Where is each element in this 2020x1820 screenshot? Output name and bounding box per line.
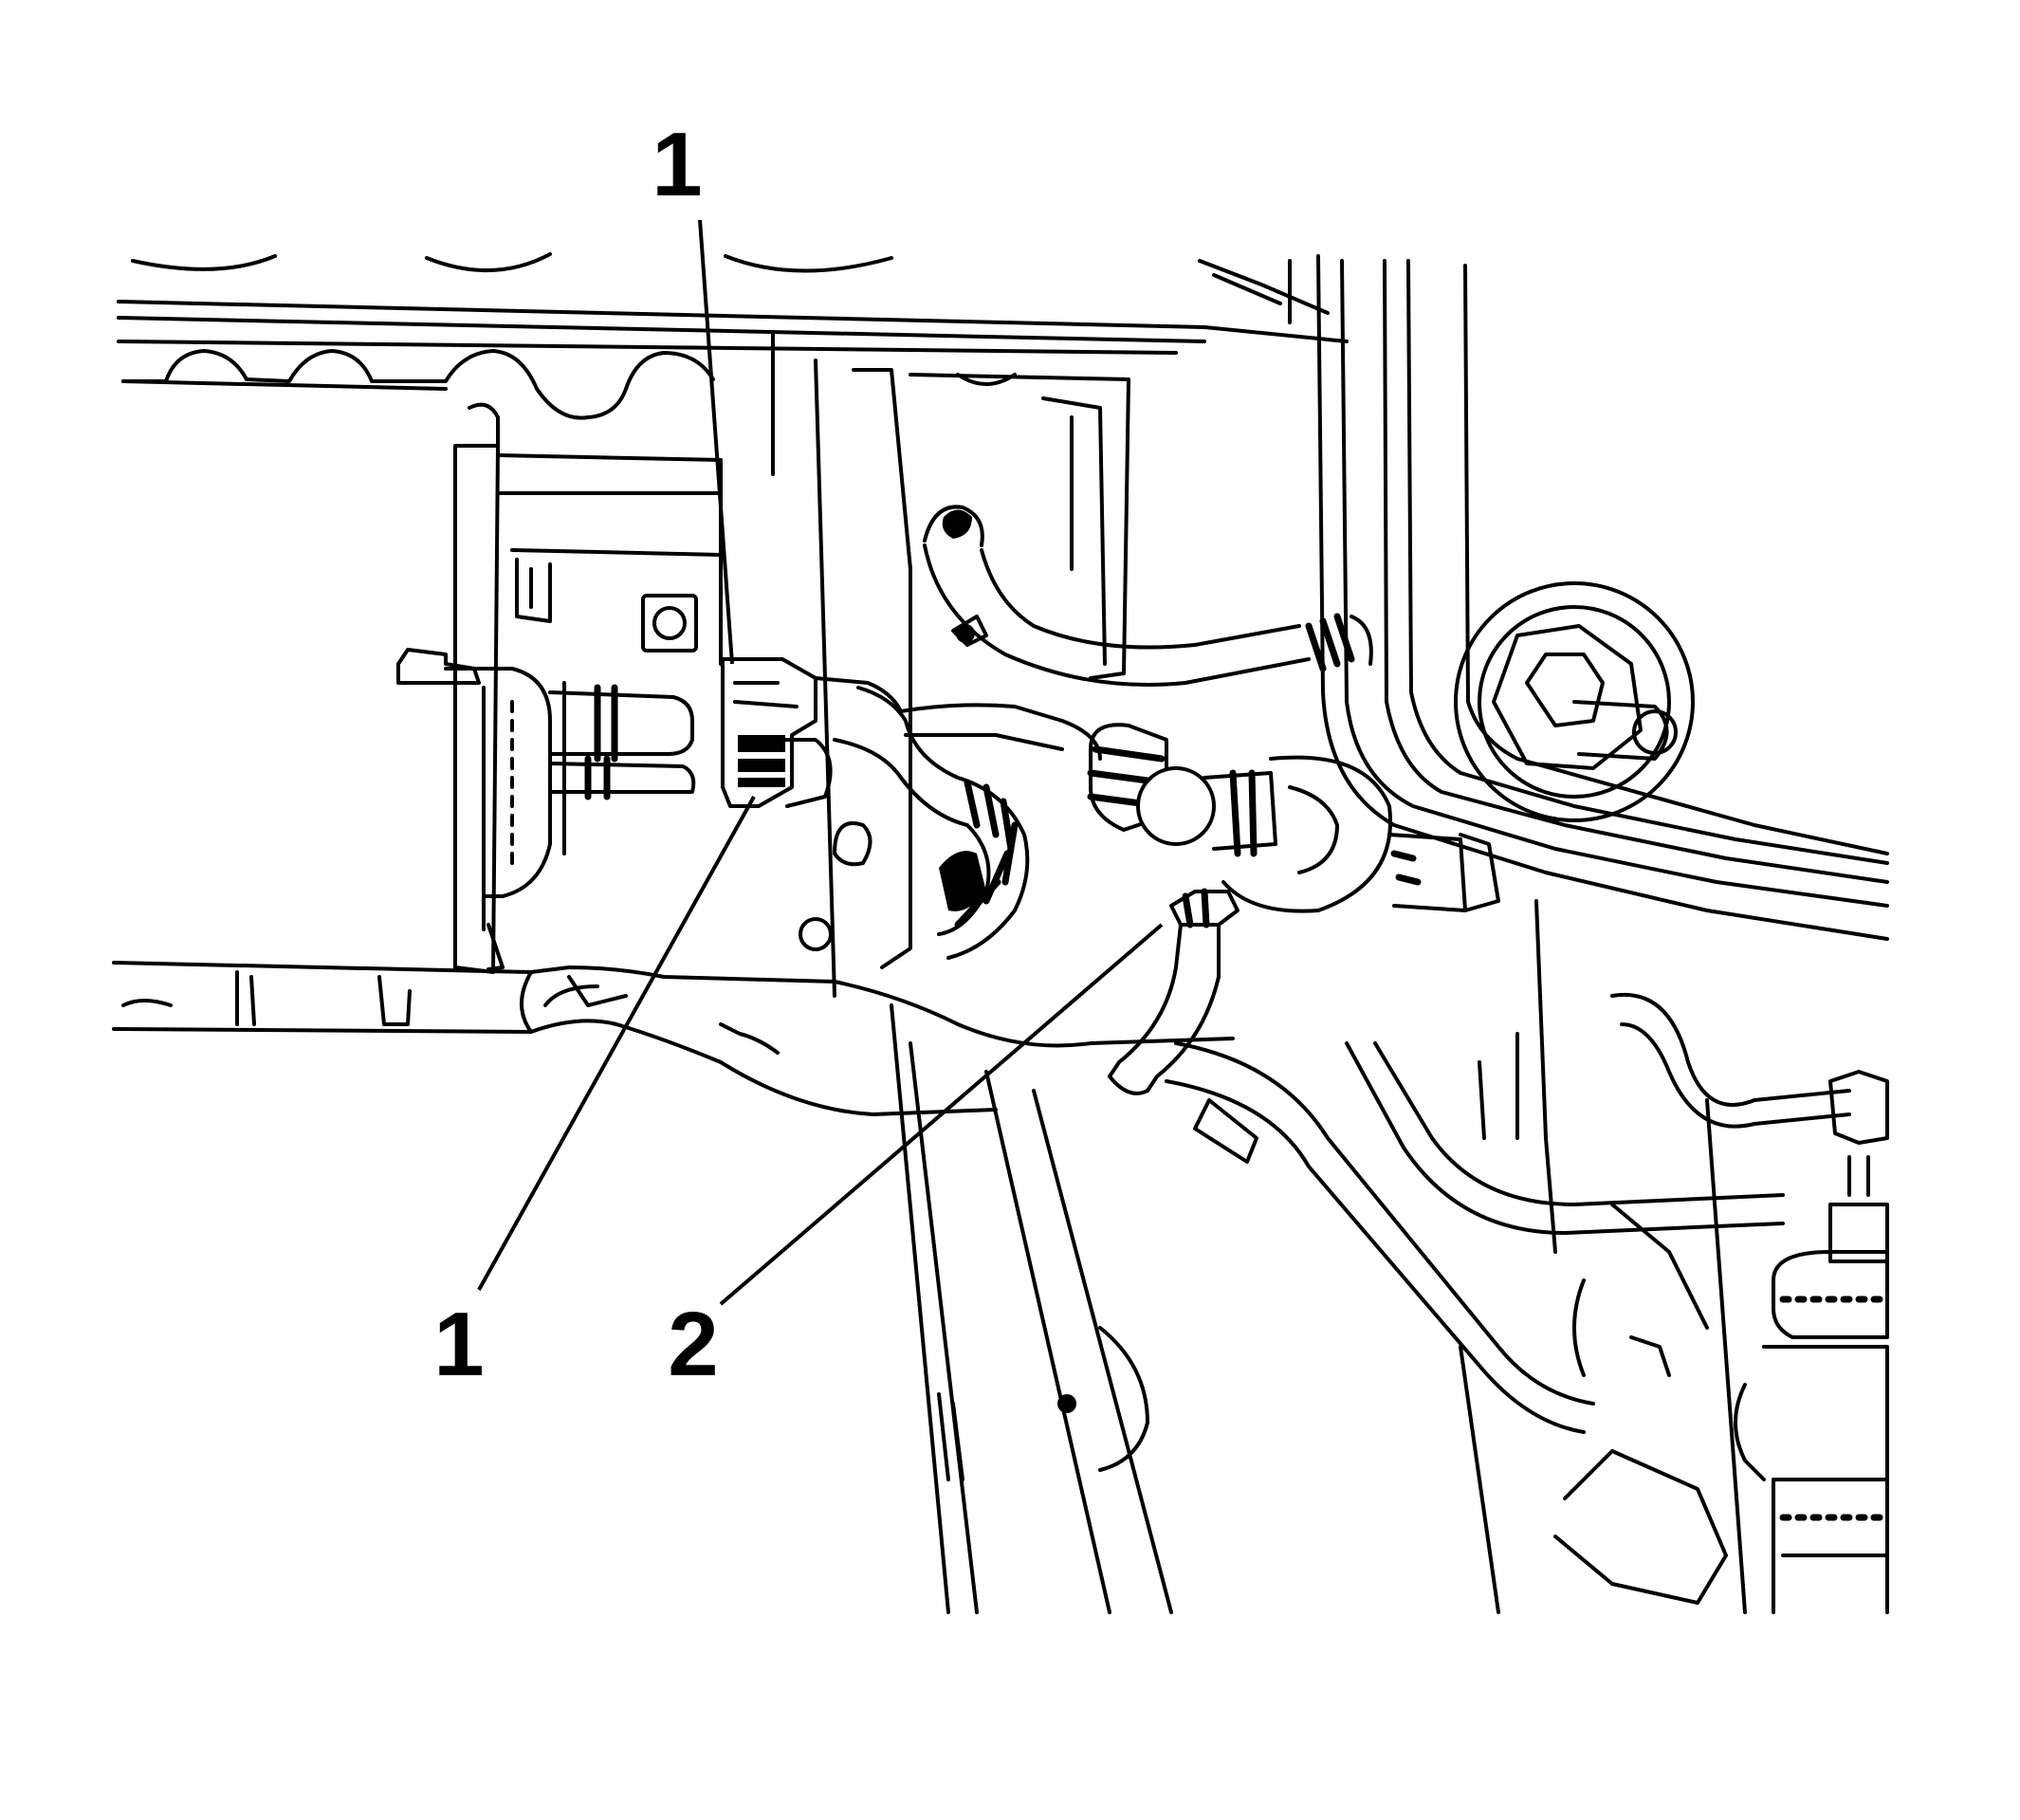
electrical-connectors xyxy=(721,657,903,808)
leader-lines xyxy=(477,219,1164,1306)
callout-1-top: 1 xyxy=(652,114,702,215)
right-frame xyxy=(1288,254,1889,941)
wiring-harness xyxy=(833,686,1102,960)
callout-1-bottom: 1 xyxy=(433,1294,484,1395)
diagonal-member xyxy=(890,1003,1173,1614)
leader-line-1-top xyxy=(698,219,734,665)
purge-valve xyxy=(1087,723,1500,913)
small-hose xyxy=(1108,888,1240,1095)
upper-panel xyxy=(117,252,1349,420)
left-module xyxy=(396,402,723,974)
lower-frame xyxy=(112,961,1235,1116)
callout-2: 2 xyxy=(668,1294,718,1395)
mounting-nut xyxy=(1454,581,1695,822)
lower-right-components xyxy=(1165,899,1891,1614)
center-bracket xyxy=(771,330,1130,998)
leader-line-1-bottom xyxy=(477,796,756,1291)
leader-line-2 xyxy=(719,923,1164,1306)
upper-hose xyxy=(923,505,1373,687)
